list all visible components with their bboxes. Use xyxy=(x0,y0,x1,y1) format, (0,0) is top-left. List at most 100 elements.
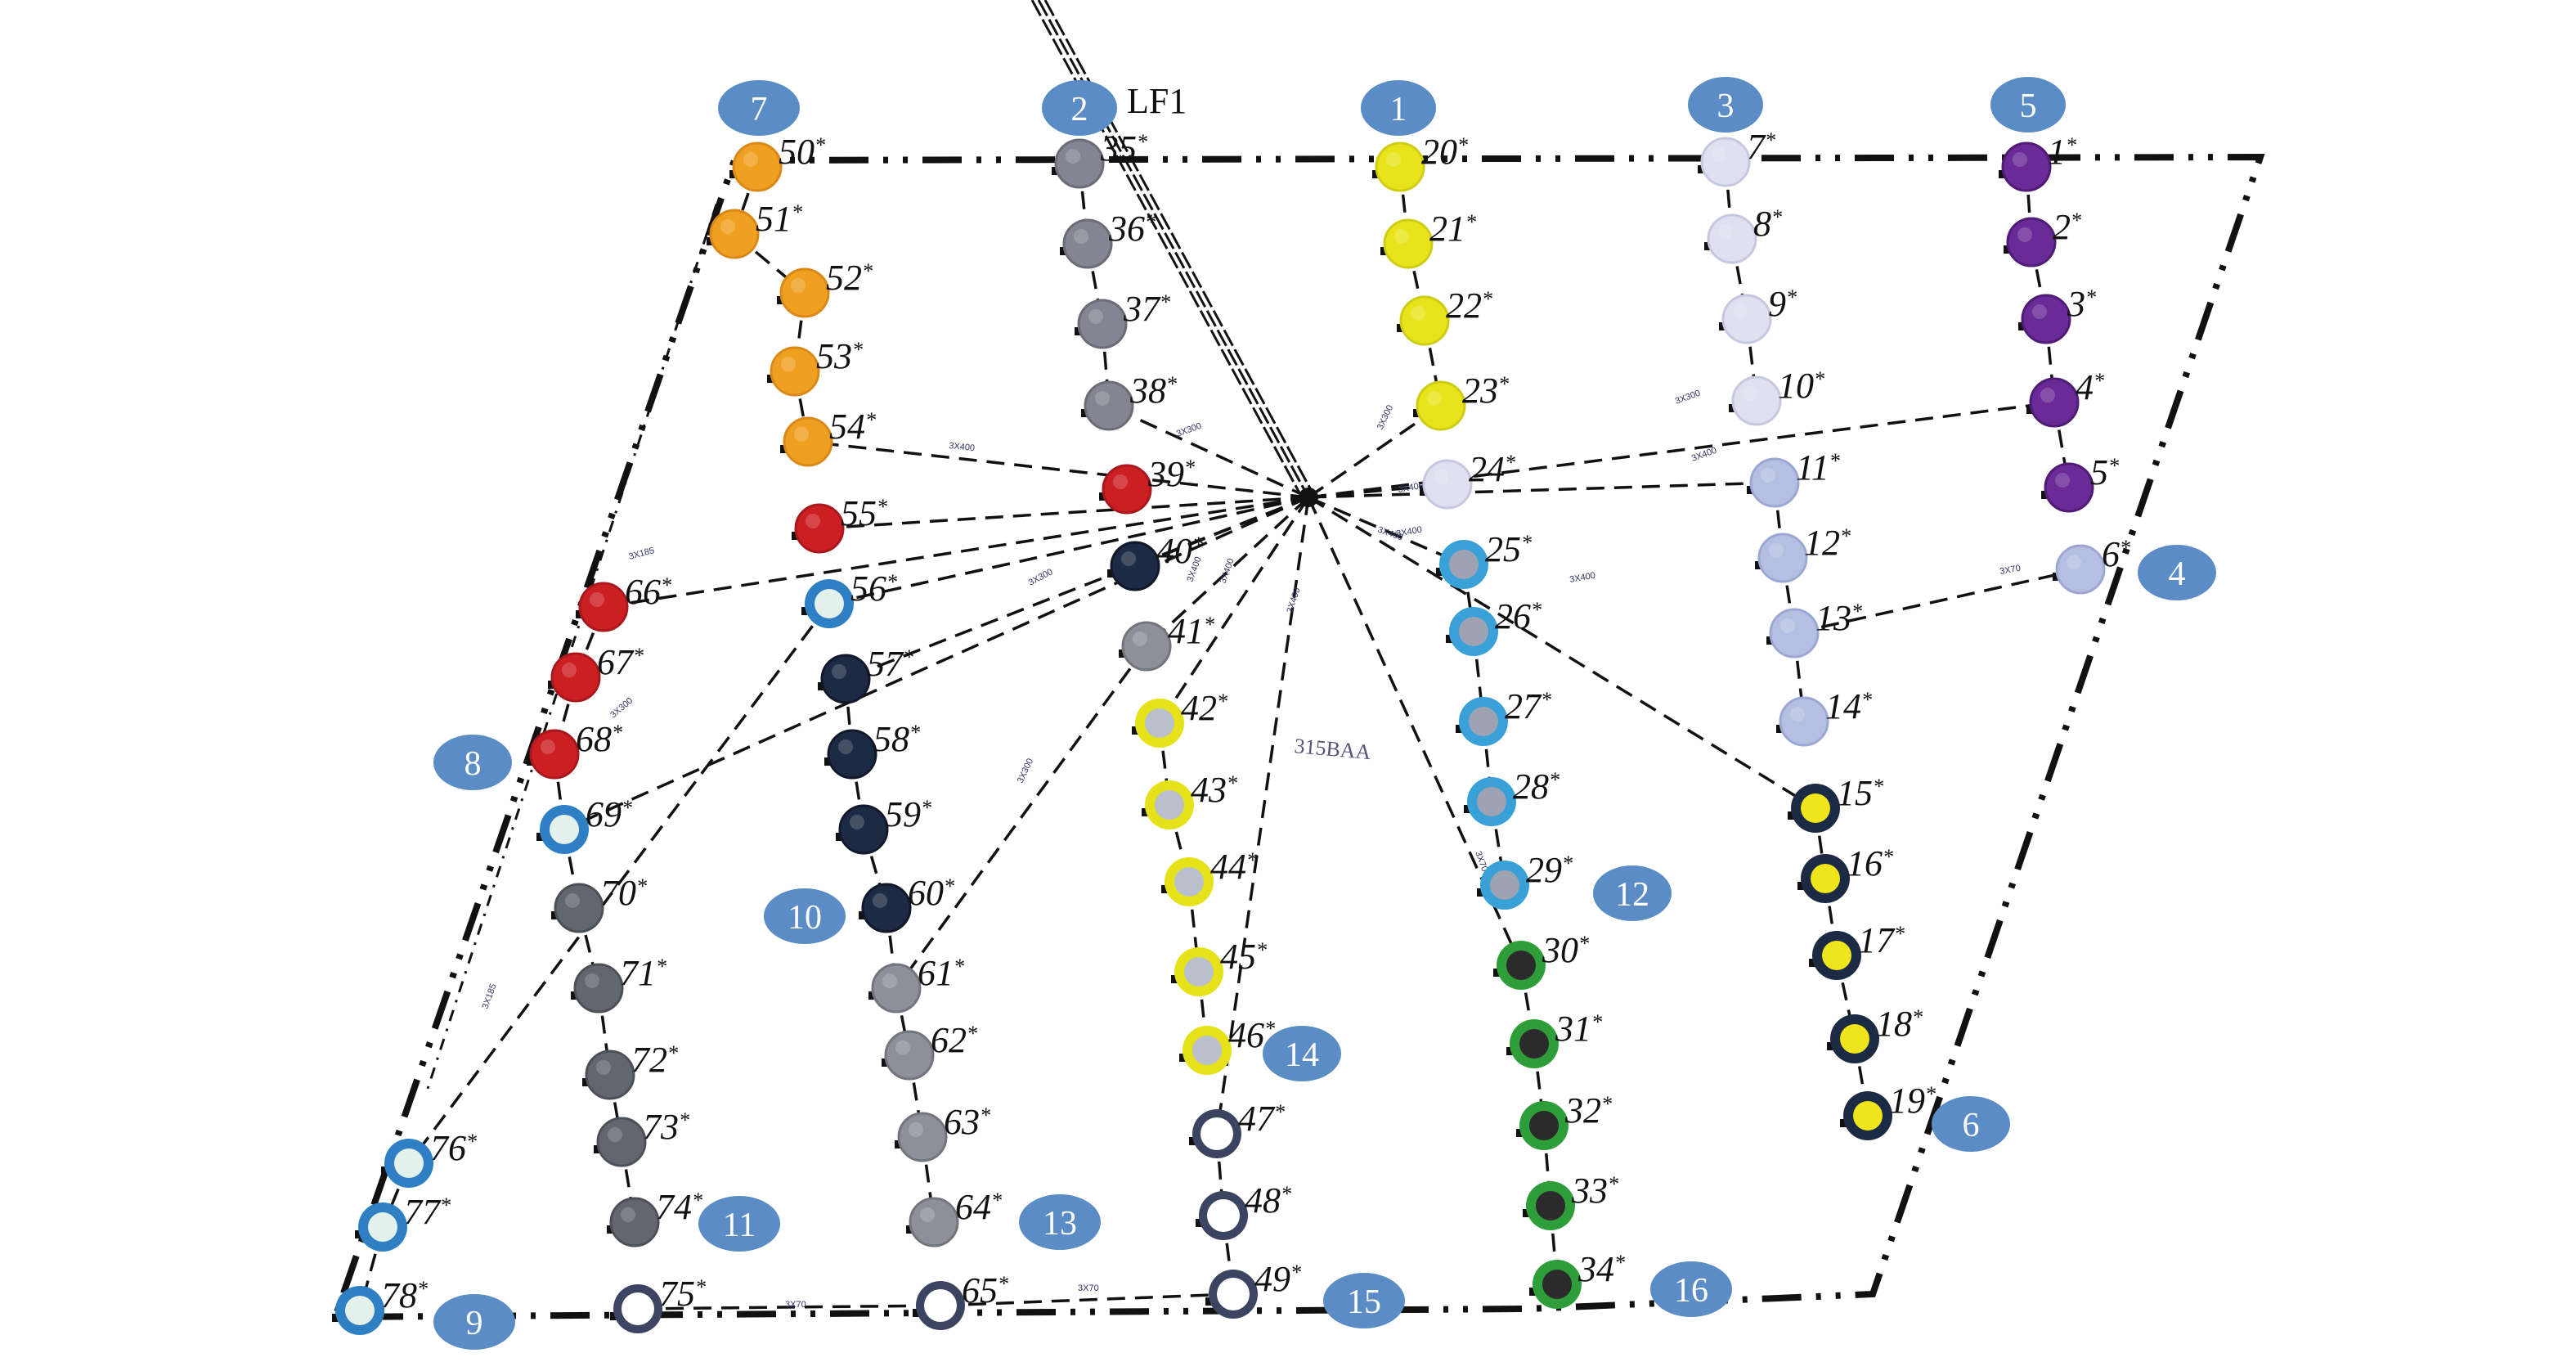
node-23[interactable]: 23* xyxy=(1413,371,1509,431)
node-77[interactable]: 77* xyxy=(355,1192,451,1252)
node-11[interactable]: 11* xyxy=(1747,447,1840,508)
node-58[interactable]: 58* xyxy=(824,719,920,780)
node-71[interactable]: 71* xyxy=(571,953,666,1014)
node-38[interactable]: 38* xyxy=(1081,371,1177,431)
node-29[interactable]: 29* xyxy=(1477,850,1573,910)
badge-shape xyxy=(1650,1261,1732,1317)
node-70[interactable]: 70* xyxy=(551,873,647,933)
wire-label: 3X300 xyxy=(608,696,635,721)
node-15[interactable]: 15* xyxy=(1788,773,1883,833)
node-66[interactable]: 66* xyxy=(576,572,671,632)
node-52[interactable]: 52* xyxy=(777,258,873,318)
node-disc xyxy=(1084,380,1134,431)
badge-16: 16 xyxy=(1650,1261,1732,1317)
node-72[interactable]: 72* xyxy=(582,1040,678,1100)
node-63[interactable]: 63* xyxy=(895,1102,990,1162)
node-18[interactable]: 18* xyxy=(1827,1004,1923,1063)
node-49[interactable]: 49* xyxy=(1205,1259,1301,1319)
node-51[interactable]: 51* xyxy=(707,199,802,259)
node-disc xyxy=(578,582,629,632)
node-disc xyxy=(609,1197,660,1247)
node-25[interactable]: 25* xyxy=(1436,529,1532,589)
node-61[interactable]: 61* xyxy=(868,953,964,1014)
node-41[interactable]: 41* xyxy=(1119,611,1214,672)
node-1[interactable]: 1* xyxy=(1999,132,2076,192)
node-highlight xyxy=(2055,473,2070,488)
node-22[interactable]: 22* xyxy=(1397,285,1492,346)
badge-label: 11 xyxy=(723,1207,756,1244)
node-56[interactable]: 56* xyxy=(801,569,897,628)
node-28[interactable]: 28* xyxy=(1464,766,1560,826)
node-label: 40* xyxy=(1156,531,1203,571)
node-label: 3* xyxy=(2067,284,2096,324)
node-54[interactable]: 54* xyxy=(780,407,876,467)
node-16[interactable]: 16* xyxy=(1797,843,1893,903)
node-64[interactable]: 64* xyxy=(906,1187,1002,1247)
node-label: 72* xyxy=(631,1040,678,1080)
node-62[interactable]: 62* xyxy=(882,1020,977,1081)
node-47[interactable]: 47* xyxy=(1189,1099,1285,1158)
node-5[interactable]: 5* xyxy=(2041,452,2119,513)
node-35[interactable]: 35* xyxy=(1052,128,1147,189)
node-27[interactable]: 27* xyxy=(1456,686,1551,746)
node-75[interactable]: 75* xyxy=(610,1274,706,1333)
node-69[interactable]: 69* xyxy=(536,794,632,854)
node-20[interactable]: 20* xyxy=(1372,132,1468,192)
badge-label: 1 xyxy=(1390,91,1407,128)
node-40[interactable]: 40* xyxy=(1107,531,1203,591)
node-76[interactable]: 76* xyxy=(381,1128,477,1188)
node-3[interactable]: 3* xyxy=(2018,284,2096,344)
node-21[interactable]: 21* xyxy=(1380,209,1476,269)
node-65[interactable]: 65* xyxy=(913,1270,1008,1330)
node-14[interactable]: 14* xyxy=(1776,686,1872,747)
node-57[interactable]: 57* xyxy=(818,644,913,704)
node-highlight xyxy=(791,278,806,293)
node-9[interactable]: 9* xyxy=(1719,284,1797,344)
node-39[interactable]: 39* xyxy=(1099,454,1195,515)
node-disc xyxy=(596,1117,647,1167)
node-45[interactable]: 45* xyxy=(1171,937,1267,996)
node-74[interactable]: 74* xyxy=(607,1187,702,1247)
node-label: 29* xyxy=(1526,850,1573,890)
node-26[interactable]: 26* xyxy=(1446,596,1542,656)
feeder-to-69 xyxy=(563,496,1309,831)
node-59[interactable]: 59* xyxy=(836,794,931,855)
node-4[interactable]: 4* xyxy=(2026,367,2104,428)
node-55[interactable]: 55* xyxy=(792,493,887,554)
node-19[interactable]: 19* xyxy=(1840,1081,1936,1140)
badge-6: 6 xyxy=(1932,1096,2010,1152)
node-24[interactable]: 24* xyxy=(1420,449,1515,510)
node-12[interactable]: 12* xyxy=(1755,523,1851,583)
node-31[interactable]: 31* xyxy=(1506,1009,1602,1068)
node-37[interactable]: 37* xyxy=(1075,289,1170,349)
node-7[interactable]: 7* xyxy=(1698,127,1775,187)
node-6[interactable]: 6* xyxy=(2053,534,2130,595)
node-33[interactable]: 33* xyxy=(1523,1171,1618,1230)
node-46[interactable]: 46* xyxy=(1179,1015,1275,1075)
node-78[interactable]: 78* xyxy=(332,1275,428,1335)
wire-label: 3X70 xyxy=(1078,1283,1099,1293)
node-30[interactable]: 30* xyxy=(1493,930,1589,990)
node-53[interactable]: 53* xyxy=(767,336,863,397)
badge-12: 12 xyxy=(1593,865,1672,921)
node-73[interactable]: 73* xyxy=(594,1107,689,1167)
node-17[interactable]: 17* xyxy=(1809,920,1905,980)
node-67[interactable]: 67* xyxy=(548,642,644,703)
node-8[interactable]: 8* xyxy=(1704,204,1782,264)
node-10[interactable]: 10* xyxy=(1729,366,1824,426)
node-43[interactable]: 43* xyxy=(1142,770,1237,829)
node-2[interactable]: 2* xyxy=(2004,207,2081,267)
node-label: 24* xyxy=(1469,449,1515,489)
node-50[interactable]: 50* xyxy=(729,132,825,192)
node-60[interactable]: 60* xyxy=(859,873,954,933)
node-68[interactable]: 68* xyxy=(527,719,622,780)
node-core xyxy=(1519,1029,1549,1059)
node-label: 21* xyxy=(1429,209,1476,249)
node-48[interactable]: 48* xyxy=(1196,1180,1291,1240)
node-36[interactable]: 36* xyxy=(1060,209,1156,269)
node-13[interactable]: 13* xyxy=(1766,598,1862,659)
node-32[interactable]: 32* xyxy=(1516,1090,1612,1150)
node-34[interactable]: 34* xyxy=(1529,1249,1625,1309)
node-42[interactable]: 42* xyxy=(1132,688,1227,748)
node-44[interactable]: 44* xyxy=(1161,847,1257,906)
